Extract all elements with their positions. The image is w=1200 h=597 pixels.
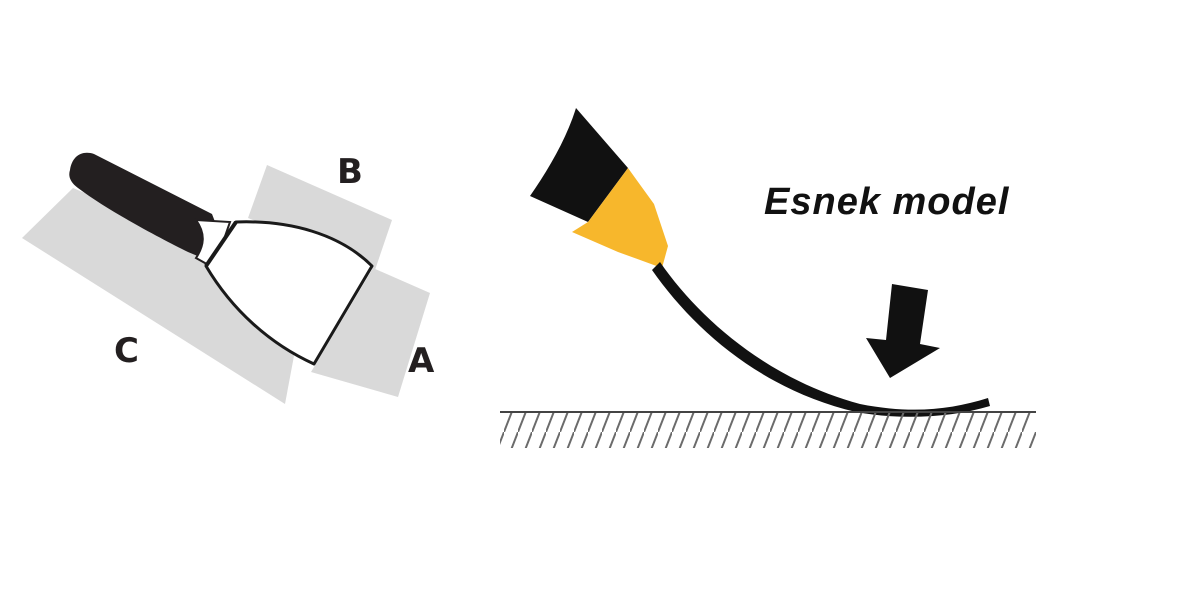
dimension-band-a [311,268,430,397]
label-a: A [408,341,435,381]
model-label: Esnek model [764,181,1010,223]
dimension-band-b [248,165,392,270]
scraper-blade [204,220,374,366]
flexible-blade [652,262,990,417]
scraper-figure [22,152,430,404]
flexible-blade-figure [500,108,1036,448]
tool-ferrule [572,168,668,268]
surface-hatch [500,412,1036,448]
label-b: B [337,152,363,192]
pressure-arrow-icon [866,284,940,378]
label-c: C [114,331,139,371]
scraper-handle [69,152,222,262]
dimension-band-c [22,188,307,404]
tool-handle [530,108,628,222]
blade-root-edge [204,220,238,268]
